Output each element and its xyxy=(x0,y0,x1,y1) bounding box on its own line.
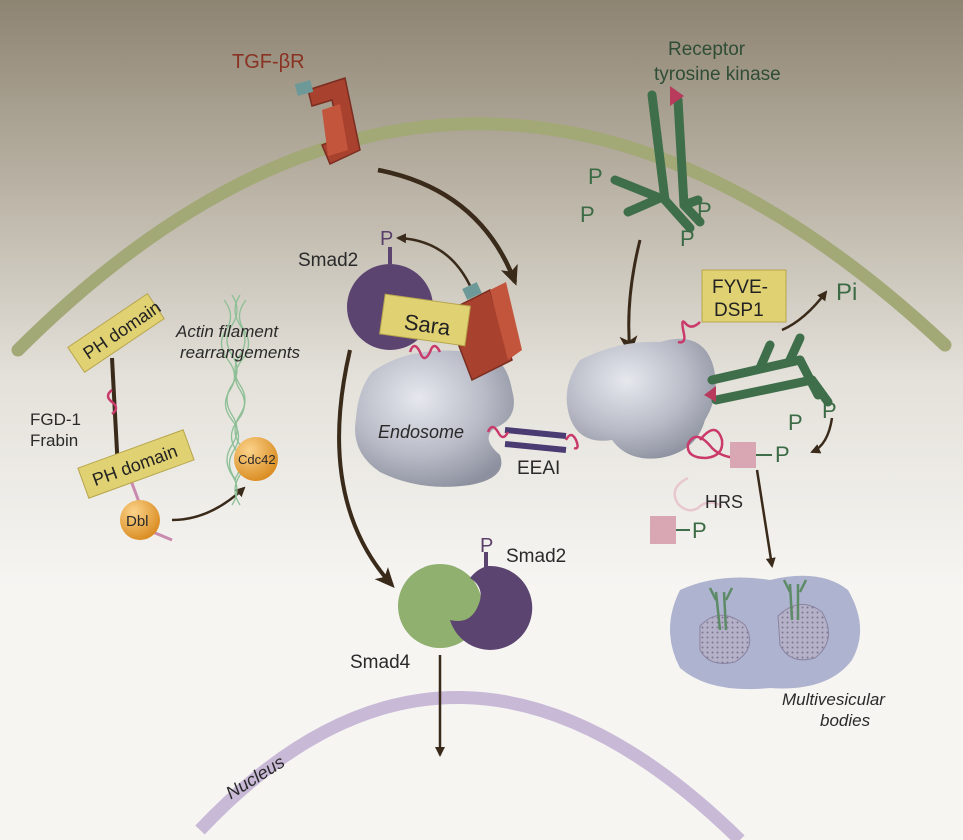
hrs-phospho-1: P xyxy=(775,442,790,467)
phospho-transfer-arrow xyxy=(810,417,834,454)
fyve-dsp1-linker xyxy=(677,320,701,344)
ph-domain-top-box xyxy=(67,293,165,373)
cdc42-protein xyxy=(234,437,278,481)
eeai-protein xyxy=(486,425,579,453)
mvb-vesicle-1 xyxy=(699,614,751,664)
mvb-vesicle-2 xyxy=(777,604,830,661)
mvb-sorting-arrow xyxy=(755,469,776,568)
hrs-label: HRS xyxy=(705,492,743,512)
rtk-endosomal xyxy=(707,333,833,407)
hrs-phospho-box-1 xyxy=(730,442,756,468)
actin-label-line2: rearrangements xyxy=(180,343,301,362)
internalization-arrow-rtk xyxy=(619,239,642,356)
phosphorylation-arrow-smad2 xyxy=(396,233,474,291)
plasma-membrane xyxy=(11,117,952,357)
tgf-receptor-membrane xyxy=(294,77,361,166)
fgd1-linker xyxy=(106,389,118,415)
dbl-protein xyxy=(120,500,160,540)
multivesicular-body xyxy=(670,575,861,690)
smad2-bottom-protein xyxy=(450,565,533,650)
hrs-phospho-2: P xyxy=(692,518,707,543)
rtk-phospho-1: P xyxy=(588,164,603,189)
fgd1-label-line2: Frabin xyxy=(30,431,78,450)
rtk-endosomal-phospho-2: P xyxy=(822,398,837,423)
smad2-top-phospho: P xyxy=(380,228,393,250)
dephosphorylation-arrow xyxy=(781,290,828,332)
dbl-label: Dbl xyxy=(126,513,149,530)
smad4-label: Smad4 xyxy=(350,652,411,673)
cdc42-label: Cdc42 xyxy=(238,452,276,467)
smad2-bottom-label: Smad2 xyxy=(506,546,566,567)
fyve-dsp1-label-line1: FYVE- xyxy=(712,277,768,298)
internalization-arrow-tgf xyxy=(377,167,518,286)
smad2-top-label: Smad2 xyxy=(298,250,358,271)
nuclear-membrane xyxy=(195,691,745,840)
ph-domain-bottom-box xyxy=(77,429,195,499)
rtk-phospho-3: P xyxy=(697,198,712,223)
eeai-label: EEAI xyxy=(517,458,560,479)
smad2-release-arrow xyxy=(337,349,395,588)
rtk-endosomal-marker xyxy=(704,386,716,402)
endosome-label: Endosome xyxy=(378,422,464,442)
hrs-phospho-box-2 xyxy=(650,516,676,544)
rtk-label-line1: Receptor xyxy=(668,39,746,60)
mvb-label-line1: Multivesicular xyxy=(782,690,886,709)
mvb-receptors xyxy=(708,579,808,631)
fyve-dsp1-box xyxy=(701,269,787,323)
hrs-linker-upper xyxy=(686,428,741,460)
tgf-receptor-label: TGF-βR xyxy=(232,51,305,73)
fyve-dsp1-label-line2: DSP1 xyxy=(714,300,764,321)
actin-label-line1: Actin filament xyxy=(175,322,279,341)
mvb-label-line2: bodies xyxy=(820,711,871,730)
fgd1-label-line1: FGD-1 xyxy=(30,410,81,429)
endosome-right xyxy=(566,338,716,459)
rtk-label-line2: tyrosine kinase xyxy=(654,64,781,85)
rtk-endosomal-phospho-1: P xyxy=(788,410,803,435)
pi-label: Pi xyxy=(836,279,857,306)
sara-box xyxy=(379,293,471,347)
hrs-linker-lower xyxy=(673,476,723,512)
rtk-phospho-2: P xyxy=(580,202,595,227)
smad2-bottom-phospho: P xyxy=(480,535,493,557)
sara-fyve-linker xyxy=(408,344,442,360)
rtk-ligand-marker xyxy=(670,86,684,106)
receptor-tyrosine-kinase-membrane xyxy=(610,90,705,233)
rtk-phospho-4: P xyxy=(680,226,695,251)
endosome-left xyxy=(355,350,514,487)
fgd1-backbone xyxy=(110,357,120,471)
